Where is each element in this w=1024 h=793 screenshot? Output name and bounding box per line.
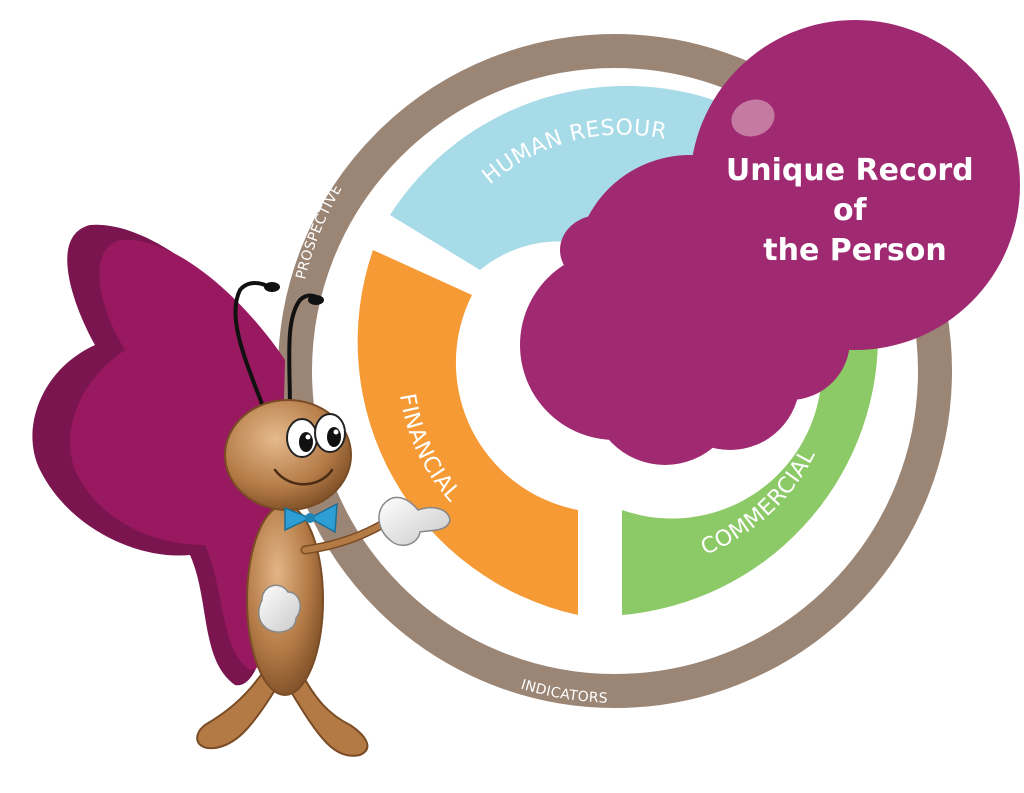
cloud-title: Unique Record of the Person <box>726 153 984 268</box>
unique-record-cloud: Unique Record of the Person <box>520 20 1020 465</box>
segment-financial[interactable]: FINANCIAL <box>357 250 578 615</box>
wings-icon <box>32 224 285 686</box>
bowtie-icon <box>284 502 338 534</box>
pointing-glove-icon <box>378 496 451 547</box>
thumb-glove-icon <box>258 584 301 633</box>
butterfly-mascot <box>32 224 451 757</box>
outer-ring <box>278 34 952 708</box>
cloud-highlight <box>731 99 775 137</box>
